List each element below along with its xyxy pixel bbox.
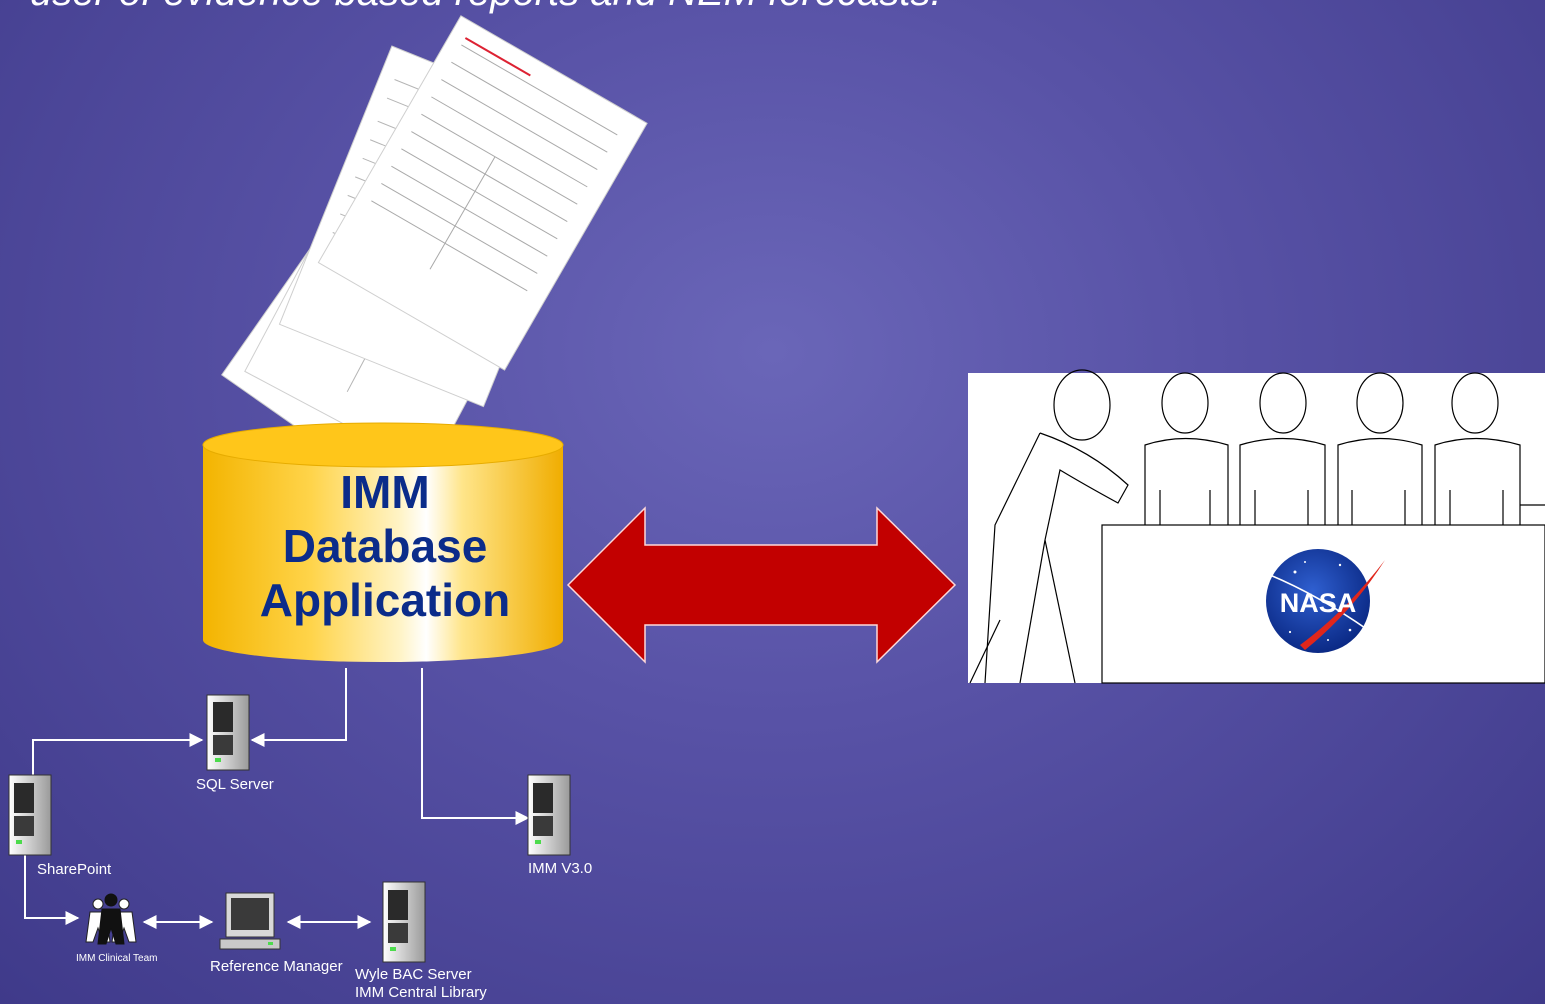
reference-manager-label: Reference Manager xyxy=(210,958,343,975)
database-title-line3: Application xyxy=(259,574,511,626)
database-title: IMM Database Application xyxy=(215,465,555,627)
nasa-logo-text: NASA xyxy=(1280,588,1357,618)
report-documents xyxy=(221,15,648,497)
sql-server-label: SQL Server xyxy=(196,776,274,793)
database-title-line1: IMM xyxy=(340,466,430,518)
clinical-team-icon xyxy=(85,893,137,945)
wyle-bac-server-icon xyxy=(382,881,426,963)
wyle-bac-label: Wyle BAC Server IMM Central Library xyxy=(355,966,487,1002)
wyle-bac-label-line2: IMM Central Library xyxy=(355,984,487,1001)
computer-icon xyxy=(219,892,281,950)
imm-v3-label: IMM V3.0 xyxy=(528,860,593,877)
clinical-team-label: IMM Clinical Team xyxy=(76,953,158,964)
database-cylinder xyxy=(202,422,564,662)
connectors xyxy=(24,668,530,929)
review-board-illustration: NASA xyxy=(968,369,1545,684)
wyle-bac-label-line1: Wyle BAC Server xyxy=(355,966,472,983)
nasa-logo: NASA xyxy=(1266,549,1385,653)
sharepoint-server-icon xyxy=(8,774,52,856)
database-title-line2: Database xyxy=(282,520,488,572)
slide-headline: user of evidence based reports and NEM f… xyxy=(30,0,942,15)
imm-v3-server-icon xyxy=(527,774,571,856)
sql-server-icon xyxy=(206,694,250,771)
bidirectional-arrow xyxy=(566,506,957,664)
sharepoint-label: SharePoint xyxy=(37,861,112,878)
